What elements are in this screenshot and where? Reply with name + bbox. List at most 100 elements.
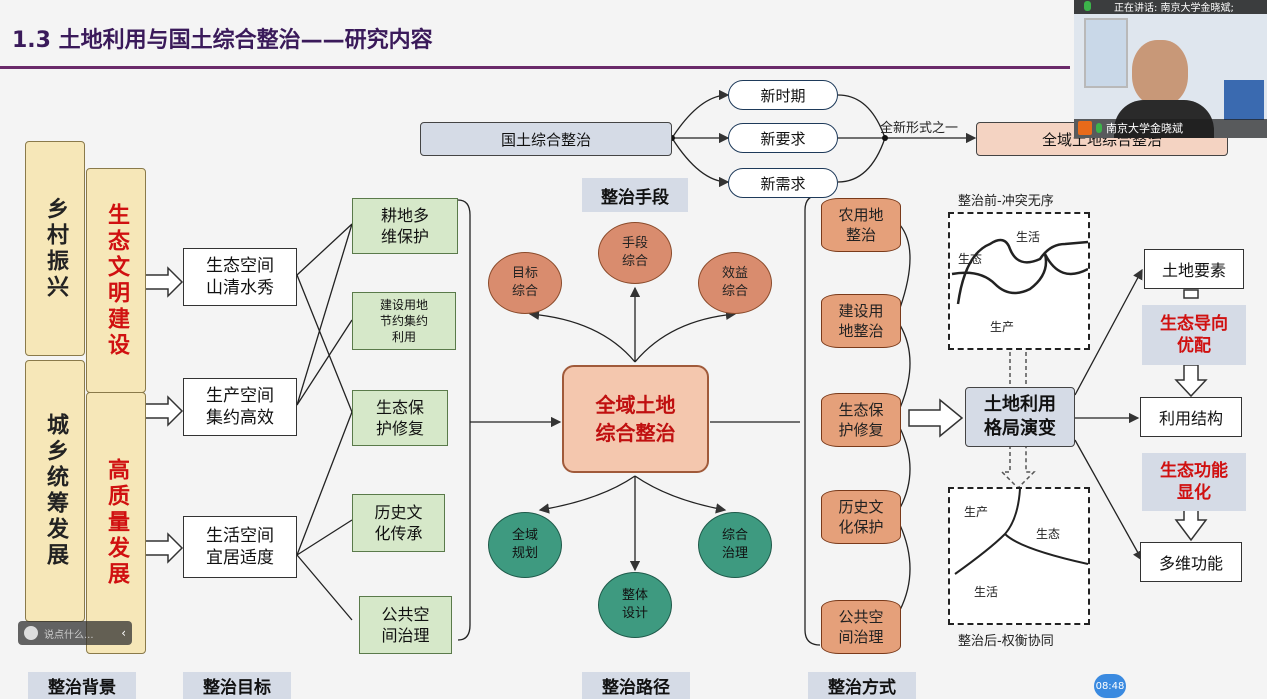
item-line: 耕地多 <box>380 206 429 225</box>
method-historical-culture: 历史文化保护 <box>821 490 901 544</box>
speaker-name: 南京大学金晓斌 <box>1106 122 1183 135</box>
time-badge[interactable]: 08:48 <box>1094 674 1126 698</box>
item-line: 节约集约 <box>379 314 428 328</box>
after-diagram: 生产 生态 生活 <box>948 487 1090 625</box>
green-item-farmland: 耕地多维保护 <box>352 198 458 254</box>
circle-line: 目标 <box>511 266 538 281</box>
land-elements: 土地要素 <box>1144 249 1244 289</box>
before-label-living: 生活 <box>1016 230 1041 244</box>
center-comprehensive-land-consolidation: 全域土地综合整治 <box>562 365 709 473</box>
means-label: 整治手段 <box>582 178 688 212</box>
user-icon <box>1078 121 1092 135</box>
goal-line: 集约高效 <box>206 408 274 428</box>
circle-line: 综合 <box>721 528 748 543</box>
goal-line: 生态空间 <box>206 256 274 276</box>
method-public-space: 公共空间治理 <box>821 600 901 654</box>
microphone-icon <box>1096 123 1102 133</box>
circle-line: 整体 <box>621 588 648 603</box>
function-line: 生态功能 <box>1160 461 1228 481</box>
before-label-ecology: 生态 <box>958 252 983 266</box>
goal-line: 生活空间 <box>206 526 274 546</box>
method-ecological-restoration: 生态保护修复 <box>821 393 901 447</box>
circle-benefit-integration: 效益综合 <box>698 252 772 314</box>
after-label-production: 生产 <box>964 505 989 519</box>
flow-new-era: 新时期 <box>728 80 838 110</box>
after-curves <box>954 488 1089 575</box>
after-label-ecology: 生态 <box>1036 527 1061 541</box>
evolution-line: 格局演变 <box>984 418 1056 439</box>
cyl-line: 历史文 <box>838 498 884 516</box>
page-title: 1.3 土地利用与国土综合整治——研究内容 <box>12 28 433 53</box>
item-line: 生态保 <box>375 398 424 417</box>
item-line: 历史文 <box>374 503 423 522</box>
circle-overall-design: 整体设计 <box>598 572 672 638</box>
name-bar <box>1074 119 1267 138</box>
item-line: 维保护 <box>380 227 429 246</box>
green-item-public-space: 公共空间治理 <box>359 596 452 654</box>
background-urban-rural-development: 城乡统筹发展 <box>25 360 85 622</box>
background-chairs <box>1224 80 1264 120</box>
circle-overall-planning: 全域规划 <box>488 512 562 578</box>
circle-means-integration: 手段综合 <box>598 222 672 284</box>
cyl-line: 建设用 <box>838 302 884 320</box>
circle-line: 规划 <box>511 546 538 561</box>
speaking-text: 正在讲话: 南京大学金晓斌; <box>1114 3 1234 14</box>
circle-line: 设计 <box>621 606 648 621</box>
background-ecological-civilization: 生态文明建设 <box>86 168 146 393</box>
goal-production-space: 生产空间集约高效 <box>183 378 297 436</box>
after-label-living: 生活 <box>974 585 999 599</box>
circle-line: 综合 <box>721 284 748 299</box>
bottom-label-goals: 整治目标 <box>183 672 291 699</box>
bottom-label-paths: 整治路径 <box>582 672 690 699</box>
center-line: 全域土地 <box>595 393 676 417</box>
goal-line: 生产空间 <box>206 386 274 406</box>
chat-input[interactable]: 说点什么... ‹ <box>18 621 132 645</box>
guide-line: 优配 <box>1177 336 1211 356</box>
goal-living-space: 生活空间宜居适度 <box>183 516 297 578</box>
circle-line: 手段 <box>621 236 648 251</box>
background-rural-revitalization: 乡村振兴 <box>25 141 85 356</box>
cyl-line: 间治理 <box>838 628 884 646</box>
cyl-line: 整治 <box>845 226 876 244</box>
method-construction-land: 建设用地整治 <box>821 294 901 348</box>
item-line: 利用 <box>391 330 416 344</box>
item-line: 建设用地 <box>379 298 428 312</box>
circle-line: 综合 <box>511 284 538 299</box>
speaker-video[interactable]: 正在讲话: 南京大学金晓斌; 南京大学金晓斌 <box>1074 0 1267 138</box>
function-line: 显化 <box>1177 483 1211 503</box>
item-line: 公共空 <box>381 605 430 624</box>
goal-line: 山清水秀 <box>206 278 274 298</box>
circle-comprehensive-governance: 综合治理 <box>698 512 772 578</box>
cyl-line: 护修复 <box>838 421 884 439</box>
chat-placeholder: 说点什么... <box>44 629 94 641</box>
background-high-quality-development: 高质量发展 <box>86 392 146 654</box>
circle-line: 全域 <box>511 528 538 543</box>
goal-ecological-space: 生态空间山清水秀 <box>183 248 297 306</box>
ecological-function-manifestation: 生态功能显化 <box>1142 453 1246 511</box>
before-diagram: 生活 生态 生产 <box>948 212 1090 350</box>
evolution-line: 土地利用 <box>984 394 1056 415</box>
item-line: 护修复 <box>375 419 424 438</box>
cyl-line: 化保护 <box>838 518 884 536</box>
before-label-production: 生产 <box>990 320 1015 334</box>
flow-arrow-label: 全新形式之一 <box>880 121 959 136</box>
before-curves <box>951 238 1089 305</box>
cyl-line: 公共空 <box>838 608 884 626</box>
title-divider <box>0 66 1070 69</box>
emoji-icon[interactable] <box>24 626 38 640</box>
microphone-icon <box>1084 1 1091 11</box>
window-image <box>1084 18 1128 88</box>
chevron-left-icon[interactable]: ‹ <box>121 626 126 640</box>
speaker-face <box>1132 40 1188 106</box>
green-item-ecological-restoration: 生态保护修复 <box>352 390 448 446</box>
land-use-pattern-evolution: 土地利用格局演变 <box>965 387 1075 447</box>
cyl-line: 农用地 <box>838 206 884 224</box>
bottom-label-background: 整治背景 <box>28 672 136 699</box>
method-farmland: 农用地整治 <box>821 198 901 252</box>
cyl-line: 地整治 <box>838 322 884 340</box>
ecology-guided-allocation: 生态导向优配 <box>1142 305 1246 365</box>
circle-line: 治理 <box>721 546 748 561</box>
green-item-cultural-heritage: 历史文化传承 <box>352 494 445 552</box>
utilization-structure: 利用结构 <box>1140 397 1242 437</box>
